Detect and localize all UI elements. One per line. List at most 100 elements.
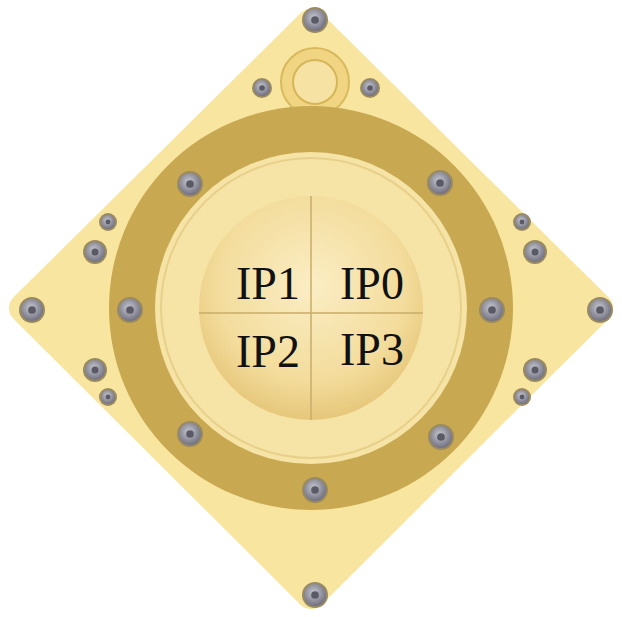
bolt-socket [186,180,194,188]
quadrant-divider [199,312,423,314]
bolt-rim [523,240,547,264]
mounting-plate [24,24,598,594]
bolt-face [179,423,201,445]
bolt-head [117,297,143,323]
bolt-face [254,80,270,96]
bolt-rim [587,297,613,323]
bolt-head [177,171,203,197]
quadrant-divider [310,196,312,420]
bolt-socket [28,306,36,314]
bolt-head [587,297,613,323]
bolt-face [525,360,545,380]
bolt-socket [311,16,319,24]
bolt-rim [428,424,454,450]
bolt-socket [520,395,525,400]
bolt-head [523,358,547,382]
bolt-socket [436,179,444,187]
bolt-rim [83,358,107,382]
bolt-rim [19,297,45,323]
bolt-socket [437,433,445,441]
bolt-rim [177,171,203,197]
bolt-head [428,424,454,450]
bolt-head [513,213,531,231]
bolt-face [481,299,503,321]
bolt-face [304,584,326,606]
bolt-socket [106,395,111,400]
bolt-head [19,297,45,323]
bolt-socket [92,367,99,374]
detector-disk [199,196,423,420]
bolt-socket [596,306,604,314]
bolt-socket [186,430,194,438]
bolt-face [85,242,105,262]
bolt-face [304,479,326,501]
inner-ring-edge [161,158,461,458]
bolt-face [525,242,545,262]
bolt-face [179,173,201,195]
bolt-rim [513,213,531,231]
bolt-rim [302,477,328,503]
bolt-face [85,360,105,380]
bolt-rim [117,297,143,323]
bolt-head [479,297,505,323]
bolts [19,7,613,608]
bolt-head [83,358,107,382]
bolt-face [430,426,452,448]
bolt-face [515,215,529,229]
bolt-head [252,78,272,98]
bolt-head [523,240,547,264]
quadrant-label: IP3 [340,327,404,373]
bolt-face [515,390,529,404]
bolt-socket [311,486,319,494]
quadrant-label: IP1 [236,261,300,307]
inner-ring [155,152,467,464]
quadrant-label: IP2 [236,329,300,375]
bolt-head [302,582,328,608]
bolt-head [513,388,531,406]
bolt-face [304,9,326,31]
bolt-rim [360,78,380,98]
bolt-head [302,7,328,33]
bolt-socket [367,85,373,91]
bolt-rim [302,582,328,608]
bolt-head [177,421,203,447]
bolt-face [101,215,115,229]
bolt-rim [427,170,453,196]
bolt-head [99,213,117,231]
bolt-rim [83,240,107,264]
bolt-head [99,388,117,406]
bolt-face [119,299,141,321]
bolt-rim [99,388,117,406]
boss-bore [293,60,337,104]
bolt-face [101,390,115,404]
bolt-socket [92,249,99,256]
bolt-face [589,299,611,321]
quadrant-label: IP0 [340,261,404,307]
bolt-rim [479,297,505,323]
bolt-face [21,299,43,321]
bolt-rim [523,358,547,382]
bolt-rim [252,78,272,98]
boss-ring [281,48,349,116]
bolt-rim [99,213,117,231]
bolt-head [360,78,380,98]
bolt-rim [513,388,531,406]
bolt-rim [302,7,328,33]
bolt-socket [520,220,525,225]
bolt-head [302,477,328,503]
bolt-rim [177,421,203,447]
bolt-head [83,240,107,264]
bolt-socket [532,249,539,256]
bolt-face [429,172,451,194]
bolt-socket [106,220,111,225]
bolt-socket [311,591,319,599]
bolt-socket [488,306,496,314]
bolt-socket [532,367,539,374]
bolt-face [362,80,378,96]
bolt-socket [259,85,265,91]
bolt-head [427,170,453,196]
bolt-socket [126,306,134,314]
